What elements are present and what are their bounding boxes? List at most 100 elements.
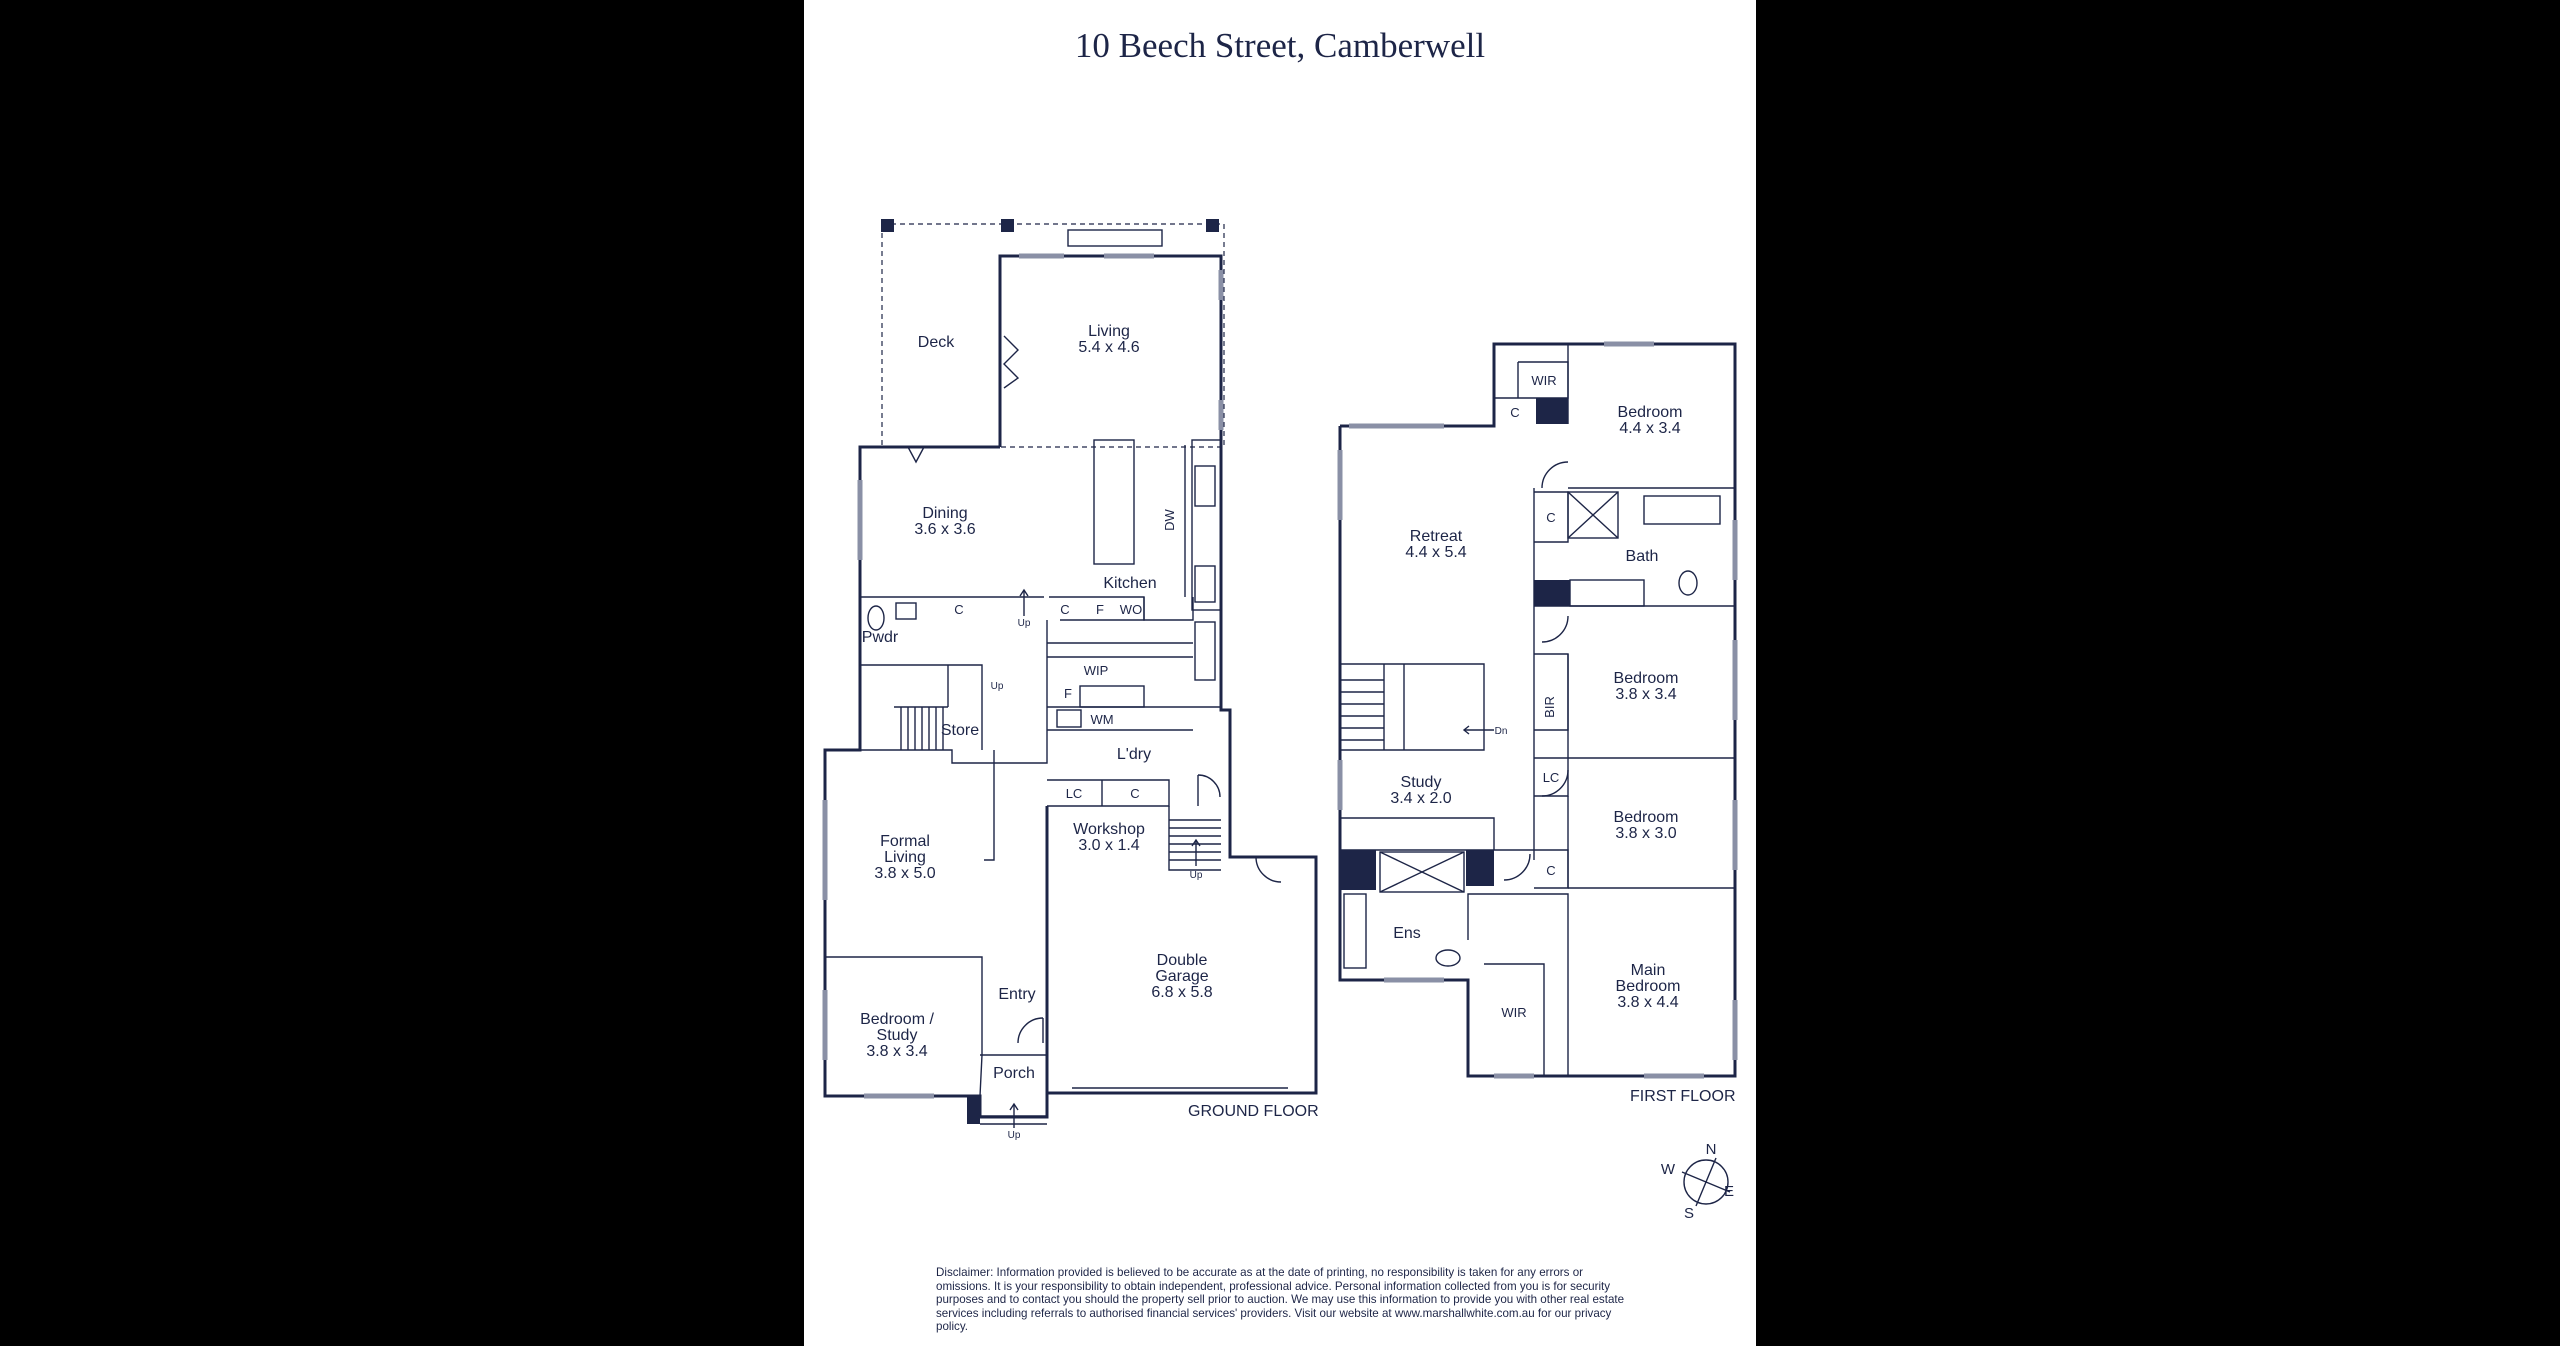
room-size-bedroom: 4.4 x 3.4 xyxy=(1619,420,1680,437)
stair-label-up: Up xyxy=(1190,870,1203,881)
service-duct xyxy=(1536,398,1568,424)
property-address-title: 10 Beech Street, Camberwell xyxy=(1074,26,1486,65)
compass-ring xyxy=(1683,1159,1729,1205)
deck-outline xyxy=(881,223,1225,448)
room-label-bedroom: Bedroom xyxy=(1614,809,1679,826)
room-label-ensuite: Ens xyxy=(1393,925,1421,942)
room-label-formal-living: Formal xyxy=(880,833,930,850)
toilet xyxy=(867,605,885,631)
laundry-tub xyxy=(1079,685,1145,708)
room-label-deck: Deck xyxy=(918,334,955,351)
fixture-label-cupboard: C xyxy=(1060,602,1069,617)
room-label-living: Living xyxy=(1088,323,1130,340)
fixture-label-fridge: F xyxy=(1064,686,1072,701)
stair-label-up: Up xyxy=(991,681,1004,692)
room-label-garage: Double xyxy=(1157,952,1208,969)
cooktop xyxy=(1194,565,1216,603)
room-size-workshop: 3.0 x 1.4 xyxy=(1078,837,1139,854)
interior-wall xyxy=(825,620,1048,764)
room-label-store: Store xyxy=(941,722,979,739)
first-floor-label: FIRST FLOOR xyxy=(1630,1088,1736,1105)
room-size-study: 3.4 x 2.0 xyxy=(1390,790,1451,807)
compass-needle xyxy=(1681,1171,1731,1193)
stair-label-down: Dn xyxy=(1495,726,1508,737)
bedroom-door-swing xyxy=(1541,615,1569,643)
compass-east: E xyxy=(1724,1183,1734,1200)
wir-walls xyxy=(1484,963,1545,1076)
stair-wall xyxy=(859,657,983,750)
first-floor-stairs xyxy=(1340,664,1405,750)
fixture-label-dishwasher: DW xyxy=(1162,508,1177,530)
room-size-bedroom: 3.8 x 3.4 xyxy=(1615,686,1676,703)
room-label-bedroom-study: Bedroom / xyxy=(860,1011,934,1028)
bifold-door xyxy=(1003,335,1020,389)
workshop-stairs xyxy=(1169,819,1221,861)
linen-cupboard xyxy=(1534,757,1569,797)
compass-rose: N E S W xyxy=(1661,1141,1734,1222)
bedroom-door-swing xyxy=(1541,769,1569,797)
ensuite-vanity xyxy=(1343,893,1367,969)
laundry-cupboards xyxy=(1047,779,1170,807)
room-label-pwdr: Pwdr xyxy=(862,629,899,646)
compass-north: N xyxy=(1706,1141,1717,1158)
room-label-wip: WIP xyxy=(1084,663,1109,678)
ground-stairs xyxy=(900,707,944,750)
room-label-bedroom-study: Study xyxy=(877,1027,918,1044)
fixture-label-linen-cupboard: LC xyxy=(1543,770,1560,785)
garage-door-swing xyxy=(1255,856,1282,883)
fixture-label-washing-machine: WM xyxy=(1090,712,1113,727)
bedroom-study-wall xyxy=(825,956,983,1097)
room-size-garage: 6.8 x 5.8 xyxy=(1151,984,1212,1001)
room-label-porch: Porch xyxy=(993,1065,1035,1082)
ground-floor-plan xyxy=(822,219,1318,1128)
bathtub xyxy=(1643,495,1721,525)
service-duct xyxy=(1340,850,1376,890)
room-label-entry: Entry xyxy=(998,986,1035,1003)
ground-floor-exterior-wall xyxy=(823,254,1318,1119)
room-label-workshop: Workshop xyxy=(1073,821,1145,838)
first-floor-plan xyxy=(1337,341,1738,1079)
bath-vanity xyxy=(1569,579,1645,607)
room-label-laundry: L'dry xyxy=(1117,746,1151,763)
laundry-door-swing xyxy=(1197,774,1221,798)
formal-living-wall xyxy=(984,750,995,861)
room-label-bath: Bath xyxy=(1626,548,1659,565)
washing-machine xyxy=(1056,709,1082,728)
fixture-label-cupboard: C xyxy=(1546,863,1555,878)
service-duct xyxy=(1466,850,1494,886)
room-label-study: Study xyxy=(1401,774,1442,791)
deck-post xyxy=(1001,219,1014,232)
toilet xyxy=(1435,949,1461,967)
room-label-main-bedroom: Bedroom xyxy=(1616,978,1681,995)
room-label-dining: Dining xyxy=(922,505,967,522)
bedroom-door-swing xyxy=(1503,853,1531,881)
room-label-wir: WIR xyxy=(1501,1005,1526,1020)
room-size-bedroom: 3.8 x 3.0 xyxy=(1615,825,1676,842)
main-bedroom-wall xyxy=(1467,893,1569,1076)
stair-up-arrow xyxy=(1009,1102,1019,1128)
fireplace xyxy=(1067,229,1163,247)
floor-plan-sheet: 10 Beech Street, Camberwell xyxy=(804,0,1756,1346)
stair-wall xyxy=(1340,663,1485,751)
kitchen-island xyxy=(1093,439,1135,565)
stair-label-up: Up xyxy=(1018,618,1031,629)
entry-door-swing xyxy=(1017,1017,1044,1044)
room-size-dining: 3.6 x 3.6 xyxy=(914,521,975,538)
floor-plan-drawing: Deck Living 5.4 x 4.6 Dining 3.6 x 3.6 K… xyxy=(822,219,1738,1222)
stair-up-arrow xyxy=(1191,838,1201,866)
fixture-label-linen-cupboard: LC xyxy=(1066,786,1083,801)
service-duct xyxy=(1534,580,1570,606)
fridge-bench xyxy=(1194,621,1216,681)
shower xyxy=(1567,491,1619,539)
shower-cross xyxy=(1379,851,1465,893)
study-wall xyxy=(1340,817,1495,850)
room-label-bir: BIR xyxy=(1542,696,1557,718)
room-size-bedroom-study: 3.8 x 3.4 xyxy=(866,1043,927,1060)
toilet xyxy=(1678,570,1698,596)
room-label-bedroom: Bedroom xyxy=(1618,404,1683,421)
room-label-main-bedroom: Main xyxy=(1631,962,1666,979)
fixture-label-cupboard: C xyxy=(1510,405,1519,420)
cupboard xyxy=(1534,849,1569,889)
fixture-label-fridge: F xyxy=(1096,602,1104,617)
compass-south: S xyxy=(1684,1205,1694,1222)
